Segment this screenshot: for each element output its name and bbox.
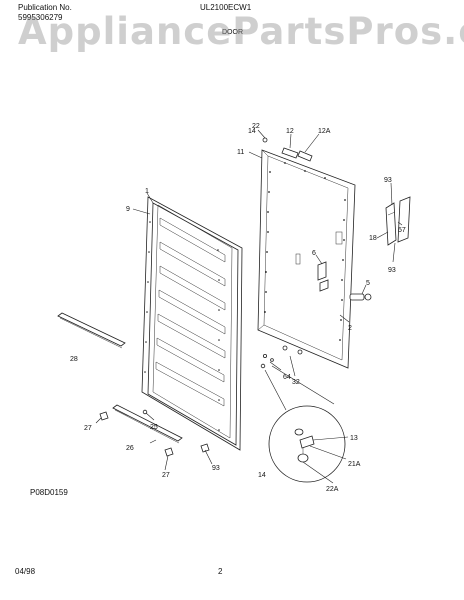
leader-lines bbox=[95, 129, 403, 484]
callout-93-mid: 93 bbox=[388, 267, 396, 274]
callout-64: 64 bbox=[283, 374, 291, 381]
section-title: DOOR bbox=[222, 29, 243, 36]
callout-9: 9 bbox=[126, 206, 130, 213]
top-brackets bbox=[262, 137, 313, 162]
callout-labels: 22 14 12 12A 11 1 9 93 18 57 6 93 5 2 28… bbox=[70, 123, 406, 493]
callout-12: 12 bbox=[286, 128, 294, 135]
publication-number: 5995306279 bbox=[18, 13, 63, 22]
callout-6: 6 bbox=[312, 250, 316, 257]
callout-26: 26 bbox=[126, 445, 134, 452]
door-liner-with-gasket bbox=[141, 196, 243, 451]
callout-93-top: 93 bbox=[384, 177, 392, 184]
callout-11: 11 bbox=[237, 149, 244, 156]
callout-14-bottom: 14 bbox=[258, 472, 266, 479]
callout-13: 13 bbox=[350, 435, 358, 442]
callout-25: 25 bbox=[150, 424, 158, 431]
callout-28: 28 bbox=[70, 356, 78, 363]
callout-5: 5 bbox=[366, 280, 370, 287]
callout-14-top: 14 bbox=[248, 128, 256, 135]
callout-32: 32 bbox=[292, 379, 300, 386]
publication-label: Publication No. bbox=[18, 3, 72, 12]
page-number: 2 bbox=[218, 567, 223, 576]
hinge-bracket bbox=[385, 196, 411, 246]
diagram-id: P08D0159 bbox=[30, 488, 68, 497]
model-number: UL2100ECW1 bbox=[200, 3, 252, 12]
handle-parts bbox=[317, 261, 372, 301]
callout-57: 57 bbox=[398, 227, 406, 234]
callout-1: 1 bbox=[145, 188, 149, 195]
watermark-text: AppliancePartsPros.com bbox=[18, 10, 464, 53]
footer-date: 04/98 bbox=[15, 567, 36, 576]
callout-22: 22 bbox=[252, 123, 260, 130]
callout-2: 2 bbox=[348, 325, 352, 332]
callout-12a: 12A bbox=[318, 128, 331, 135]
callout-93-bottom: 93 bbox=[212, 465, 220, 472]
breaker-strip-26 bbox=[112, 404, 183, 444]
outer-door-panel bbox=[257, 149, 356, 369]
callout-27-bottom: 27 bbox=[162, 472, 170, 479]
callout-27-left: 27 bbox=[84, 425, 92, 432]
callout-18: 18 bbox=[369, 235, 377, 242]
breaker-strip-28 bbox=[57, 312, 126, 349]
screws bbox=[99, 409, 210, 457]
callout-21a: 21A bbox=[348, 461, 361, 468]
small-parts bbox=[260, 345, 303, 369]
detail-magnifier bbox=[264, 365, 346, 483]
callout-22a: 22A bbox=[326, 486, 339, 493]
